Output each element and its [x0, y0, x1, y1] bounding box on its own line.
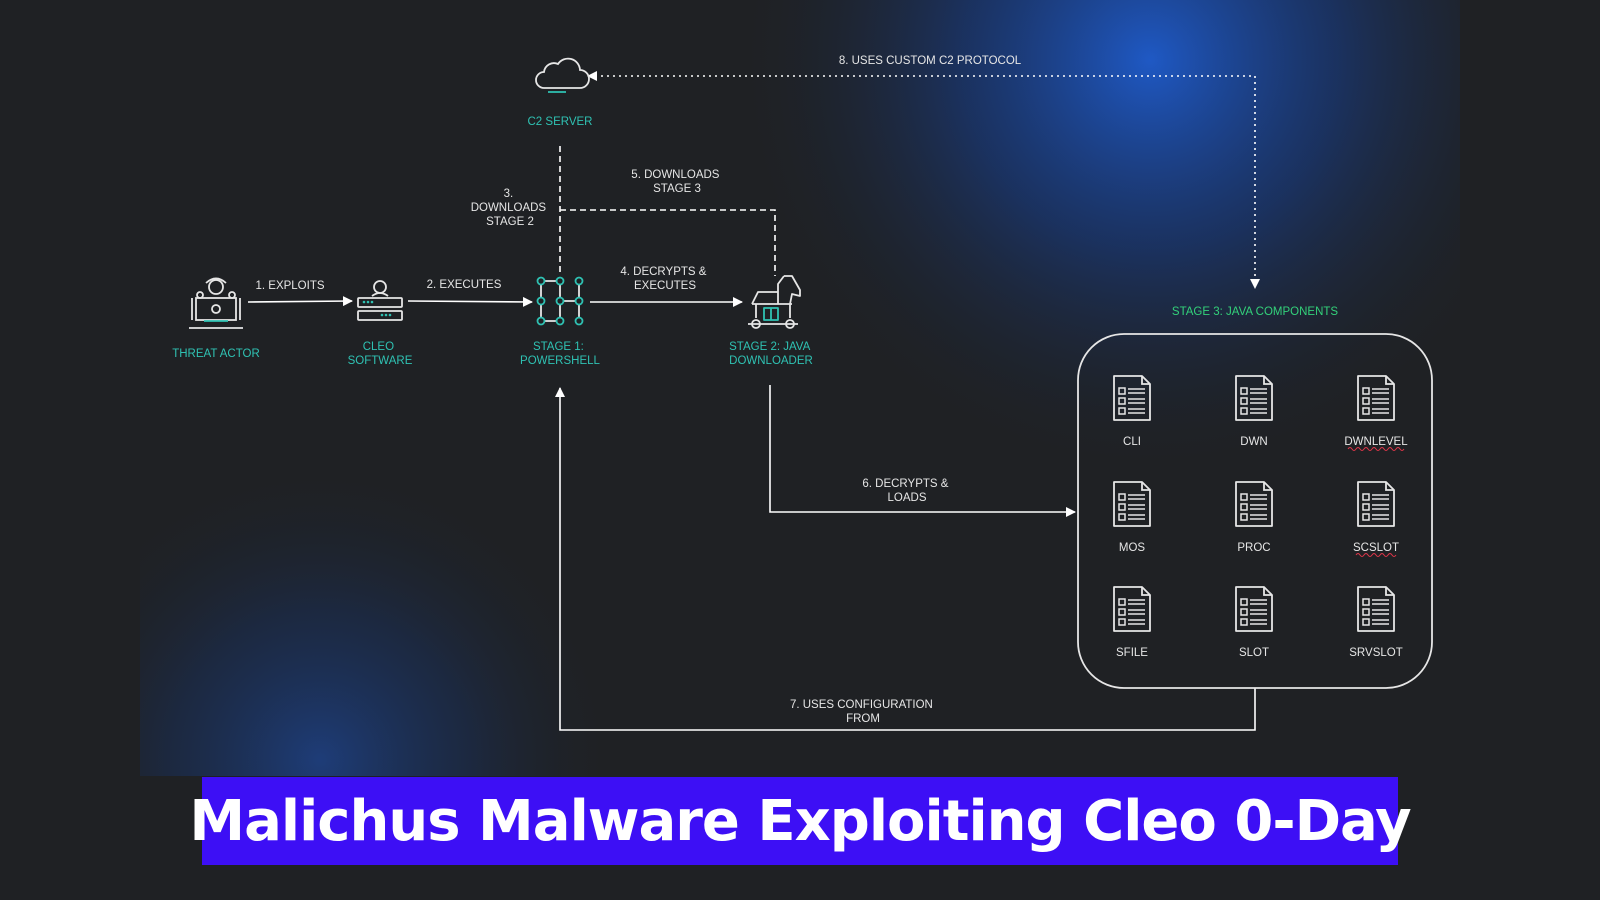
component-label: SCSLOT — [1353, 542, 1399, 554]
edge-decrypts-loads — [769, 385, 1076, 517]
component-label: DWNLEVEL — [1344, 436, 1408, 448]
edge-executes — [407, 296, 533, 307]
component-label: PROC — [1237, 542, 1270, 554]
cleo-software-label: CLEO SOFTWARE — [348, 341, 413, 367]
title-banner: Malichus Malware Exploiting Cleo 0-Day — [189, 777, 1412, 865]
stage1-label: STAGE 1: POWERSHELL — [520, 341, 600, 367]
edge-label-downloads-stage3: 5. DOWNLOADS STAGE 3 — [631, 169, 722, 195]
component-label: SLOT — [1239, 647, 1269, 659]
component-label: SRVSLOT — [1349, 647, 1402, 659]
stage3-title: STAGE 3: JAVA COMPONENTS — [1172, 306, 1338, 318]
powershell-nodes-icon — [536, 276, 584, 326]
scslot-squiggle — [1355, 553, 1397, 557]
component-label: DWN — [1240, 436, 1267, 448]
hacker-icon — [189, 277, 243, 329]
edge-custom-c2 — [587, 71, 1256, 282]
edge-label-downloads-stage2: 3. DOWNLOADS STAGE 2 — [471, 188, 550, 228]
glow-bottom — [140, 0, 1460, 776]
edge-label-decrypts-loads: 6. DECRYPTS & LOADS — [862, 478, 951, 504]
dwnlevel-squiggle — [1347, 447, 1405, 451]
threat-actor-label: THREAT ACTOR — [172, 348, 260, 360]
server-icon — [357, 280, 403, 321]
edge-label-exploits: 1. EXPLOITS — [255, 280, 324, 292]
edge-label-executes: 2. EXECUTES — [427, 279, 502, 291]
component-label: SFILE — [1116, 647, 1148, 659]
edge-uses-configuration — [555, 387, 1256, 731]
stage2-label: STAGE 2: JAVA DOWNLOADER — [729, 341, 813, 367]
edge-label-decrypts-executes: 4. DECRYPTS & EXECUTES — [620, 266, 709, 292]
trojan-horse-icon — [748, 275, 801, 329]
edge-label-uses-configuration: 7. USES CONFIGURATION FROM — [790, 699, 936, 725]
c2-server-label: C2 SERVER — [528, 116, 593, 128]
banner-title: Malichus Malware Exploiting Cleo 0-Day — [189, 788, 1411, 854]
component-label: MOS — [1119, 542, 1146, 554]
edge-label-custom-c2: 8. USES CUSTOM C2 PROTOCOL — [839, 55, 1022, 67]
component-label: CLI — [1123, 436, 1141, 448]
edge-exploits — [247, 296, 353, 307]
cloud-icon — [535, 57, 590, 93]
stage3-container — [1077, 333, 1433, 689]
edge-downloads-stage3 — [560, 209, 776, 276]
